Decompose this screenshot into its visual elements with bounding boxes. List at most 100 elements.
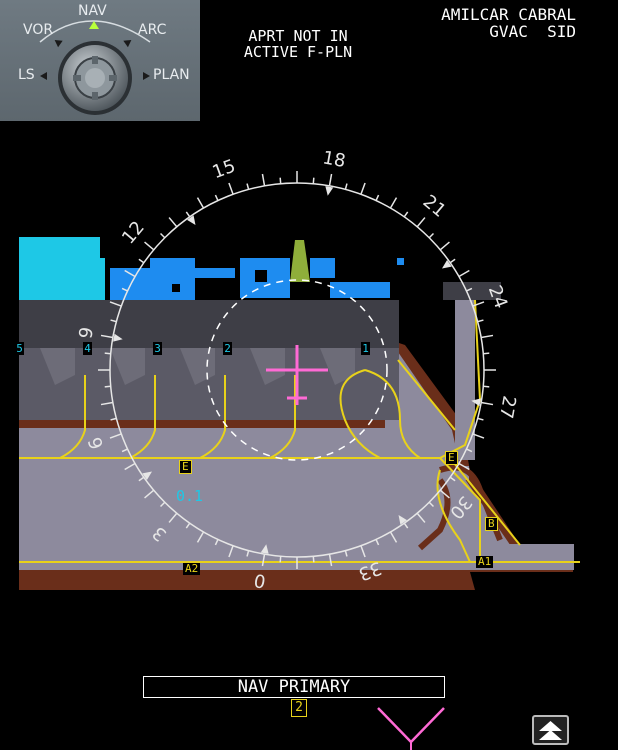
- compass-tick: [472, 433, 485, 439]
- compass-tick: [344, 183, 348, 190]
- compass-tick: [416, 512, 426, 523]
- aerodrome-layer: [19, 237, 580, 590]
- compass-tick: [312, 177, 315, 184]
- compass-tick: [104, 352, 111, 355]
- compass-label: 0: [252, 569, 267, 592]
- aprt-message-line1: APRT NOT IN: [248, 27, 348, 45]
- compass-tick: [344, 550, 348, 557]
- airport-name: AMILCAR CABRAL: [441, 5, 576, 24]
- compass-tick: [403, 522, 409, 529]
- compass-tick: [100, 334, 113, 339]
- compass-tick: [466, 287, 473, 292]
- compass-tick: [109, 301, 122, 307]
- compass-label: 21: [419, 191, 450, 222]
- compass-tick: [312, 556, 315, 563]
- compass-tick: [185, 211, 191, 218]
- heading-index-v: [377, 707, 445, 744]
- compass-tick: [481, 401, 494, 406]
- compass-tick: [196, 531, 205, 543]
- terminal-building: [19, 300, 399, 348]
- compass-label: 9: [75, 325, 98, 340]
- mode-vor-label[interactable]: VOR: [23, 22, 54, 38]
- compass-marker: [325, 186, 334, 196]
- mode-nav-label[interactable]: NAV: [78, 3, 107, 19]
- compass-tick: [168, 512, 178, 523]
- compass-tick: [403, 211, 409, 218]
- compass-tick: [110, 417, 117, 421]
- nd-mode-selector-panel: VOR NAV ARC LS PLAN: [0, 0, 200, 121]
- nav-selected-indicator-icon: [89, 21, 99, 29]
- expand-button[interactable]: [532, 715, 569, 745]
- compass-tick: [144, 489, 155, 499]
- compass-tick: [124, 269, 136, 278]
- landside-blue-1: [110, 258, 195, 300]
- compass-tick: [100, 401, 113, 406]
- compass-tick: [375, 539, 380, 546]
- compass-marker: [441, 260, 452, 269]
- compass-tick: [279, 556, 282, 563]
- compass-tick: [121, 287, 128, 292]
- compass-tick: [228, 545, 234, 558]
- double-chevron-up-icon: [539, 721, 562, 740]
- compass-label: 27: [495, 394, 520, 420]
- taxiway-label-e-left: E: [179, 460, 192, 474]
- nav-primary-banner: NAV PRIMARY: [143, 676, 445, 698]
- compass-tick: [328, 173, 333, 186]
- taxiway-label-a2: A2: [183, 562, 201, 575]
- compass-marker: [113, 333, 123, 342]
- compass-tick: [214, 194, 219, 201]
- compass-tick: [428, 232, 435, 239]
- compass-marker: [260, 544, 269, 554]
- compass-tick: [483, 352, 490, 355]
- compass-tick: [196, 197, 205, 209]
- compass-marker: [471, 398, 481, 407]
- compass-marker: [187, 215, 196, 226]
- compass-label: 12: [118, 217, 149, 248]
- compass-tick: [439, 489, 450, 499]
- compass-tick: [477, 417, 484, 421]
- compass-tick: [110, 319, 117, 323]
- range-ring-inner: [206, 279, 388, 461]
- airport-info: AMILCAR CABRAL GVAC SID: [441, 6, 576, 40]
- aprt-message-line2: ACTIVE F-PLN: [243, 43, 353, 61]
- compass-tick: [428, 501, 435, 508]
- compass-tick: [328, 554, 333, 567]
- range-readout: 0.1: [176, 487, 204, 505]
- compass-tick: [477, 319, 484, 323]
- compass-tick: [121, 448, 128, 453]
- compass-tick: [449, 476, 456, 482]
- taxiway-label-b: B: [485, 517, 498, 531]
- compass-tick: [168, 217, 178, 228]
- landside-green: [290, 240, 310, 282]
- compass-tick: [439, 241, 450, 251]
- compass-tick: [360, 545, 366, 558]
- compass-tick: [185, 522, 191, 529]
- compass-tick: [214, 539, 219, 546]
- compass-label: 18: [321, 147, 347, 172]
- compass-tick: [124, 462, 136, 471]
- aircraft-symbol: [266, 345, 328, 405]
- taxiway-label-a1: A1: [476, 555, 494, 568]
- terminal-gates-area: [19, 348, 399, 420]
- taxiway-label-e-right: E: [445, 451, 458, 465]
- mode-plan-label[interactable]: PLAN: [153, 67, 190, 83]
- compass-tick: [109, 433, 122, 439]
- compass-tick: [279, 177, 282, 184]
- compass-tick: [458, 269, 470, 278]
- mode-selector-knob[interactable]: [55, 38, 135, 118]
- compass-marker: [398, 514, 407, 525]
- compass-tick: [159, 501, 166, 508]
- compass-tick: [481, 334, 494, 339]
- compass-tick: [483, 385, 490, 388]
- compass-tick: [261, 554, 266, 567]
- compass-tick: [375, 194, 380, 201]
- compass-tick: [246, 183, 250, 190]
- airport-code-procedure: GVAC SID: [489, 22, 576, 41]
- mode-arc-label[interactable]: ARC: [138, 22, 167, 38]
- hold-block: [443, 282, 501, 300]
- compass-tick: [138, 258, 145, 264]
- compass-tick: [416, 217, 426, 228]
- mode-ls-label[interactable]: LS: [18, 67, 35, 83]
- aprt-message: APRT NOT IN ACTIVE F-PLN: [228, 28, 368, 60]
